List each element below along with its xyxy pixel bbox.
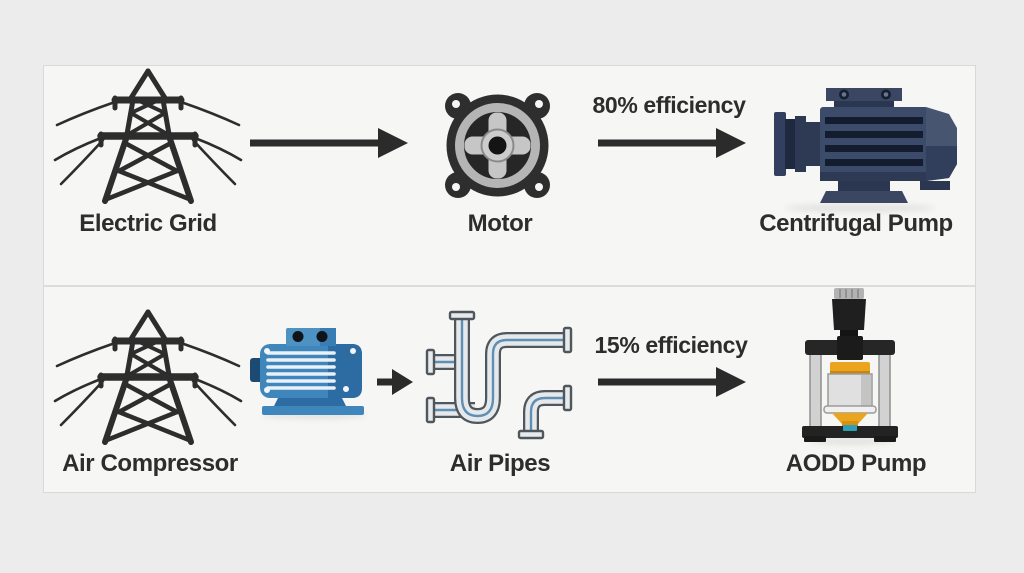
centrifugal-pump-shadow bbox=[785, 204, 935, 212]
compressor-motor-icon bbox=[250, 328, 364, 415]
efficiency-80-label: 80% efficiency bbox=[592, 92, 746, 118]
electric-grid-label: Electric Grid bbox=[79, 210, 217, 237]
arrow-motor-to-pump-icon bbox=[598, 128, 746, 158]
electric-tower-icon bbox=[53, 309, 243, 445]
row-divider-line bbox=[43, 285, 976, 287]
aodd-pump-shadow bbox=[810, 438, 894, 445]
air-compressor-label: Air Compressor bbox=[62, 450, 238, 477]
motor-label: Motor bbox=[467, 210, 533, 237]
centrifugal-pump-label: Centrifugal Pump bbox=[759, 210, 953, 237]
air-pipes-label: Air Pipes bbox=[449, 450, 551, 477]
compressor-shadow bbox=[262, 412, 366, 419]
arrow-grid-to-motor-icon bbox=[250, 128, 408, 158]
centrifugal-pump-icon bbox=[774, 88, 957, 203]
arrow-pipes-to-aodd-icon bbox=[598, 367, 746, 397]
efficiency-15-label: 15% efficiency bbox=[594, 332, 748, 358]
motor-icon bbox=[445, 93, 550, 198]
arrow-compressor-to-pipes-icon bbox=[377, 369, 413, 395]
aodd-pump-icon bbox=[802, 288, 898, 442]
air-pipes-icon bbox=[425, 310, 573, 440]
aodd-pump-label: AODD Pump bbox=[785, 450, 927, 477]
electric-tower-icon bbox=[53, 68, 243, 204]
